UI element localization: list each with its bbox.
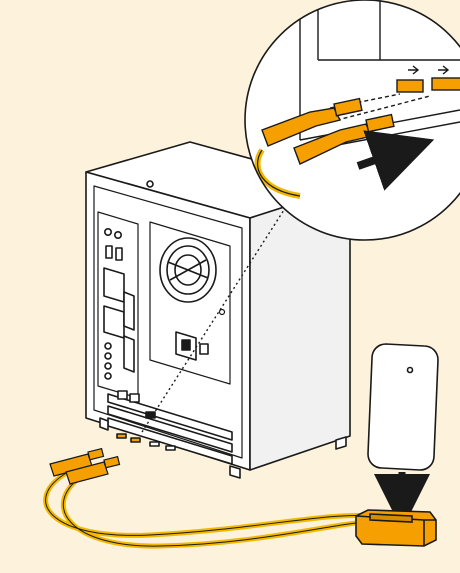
usb-port — [117, 434, 126, 438]
usb-socket — [397, 80, 423, 92]
drive-dock — [356, 510, 436, 546]
external-drive — [368, 344, 438, 470]
